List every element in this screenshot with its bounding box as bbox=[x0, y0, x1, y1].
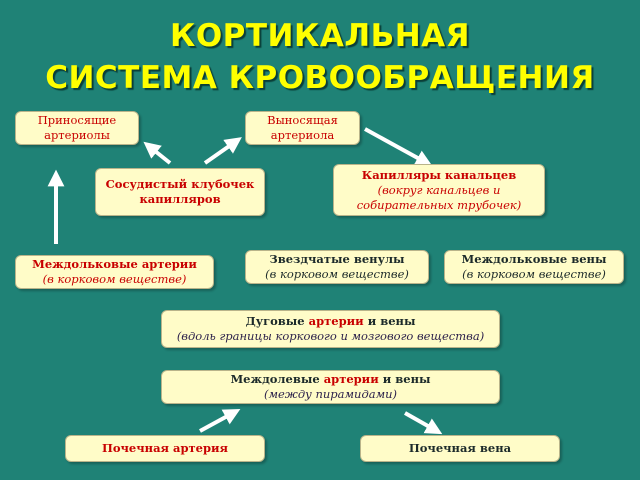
arrow-renal-artery-to-interlobar bbox=[199, 408, 241, 433]
interlobar-word-1: Междолевые bbox=[230, 372, 324, 386]
arcuate-word-veins: вены bbox=[380, 314, 416, 328]
interlobular-veins-line-1: Междольковые вены bbox=[461, 252, 607, 266]
stellate-venules-line-1: Звездчатые венулы bbox=[269, 252, 405, 266]
interlobar-line-1: Междолевые артерии и вены bbox=[162, 372, 499, 387]
arcuate-word-arteries: артерии bbox=[308, 314, 364, 328]
stellate-venules-line-2: (в корковом веществе) bbox=[265, 267, 409, 281]
interlobular-arteries-box: Междольковые артерии (в корковом веществ… bbox=[15, 255, 214, 289]
renal-artery-label: Почечная артерия bbox=[101, 441, 229, 455]
arrow-efferent-to-tubule-capillaries bbox=[364, 127, 433, 167]
renal-artery-box: Почечная артерия bbox=[65, 435, 265, 462]
interlobar-word-arteries: артерии bbox=[323, 372, 379, 386]
interlobar-line-2: (между пирамидами) bbox=[263, 387, 398, 401]
tubule-capillaries-line-1: Капилляры канальцев bbox=[361, 167, 517, 182]
title-line-1: КОРТИКАЛЬНАЯ bbox=[169, 18, 470, 54]
glomerulus-line-1: Сосудистый клубочек bbox=[105, 177, 255, 191]
interlobular-arteries-line-2: (в корковом веществе) bbox=[42, 272, 187, 286]
interlobar-word-veins: вены bbox=[395, 372, 431, 386]
efferent-arteriole-box: Выносящая артериола bbox=[245, 111, 360, 145]
interlobular-veins-box: Междольковые вены (в корковом веществе) bbox=[444, 250, 624, 284]
efferent-line-1: Выносящая bbox=[267, 113, 338, 127]
renal-vein-box: Почечная вена bbox=[360, 435, 560, 462]
afferent-line-2: артериолы bbox=[44, 128, 110, 142]
title-line-2: СИСТЕМА КРОВООБРАЩЕНИЯ bbox=[45, 60, 595, 96]
tubule-capillaries-line-2: (вокруг канальцев и bbox=[377, 182, 501, 197]
renal-vein-label: Почечная вена bbox=[408, 441, 512, 455]
arcuate-word-and: и bbox=[363, 314, 381, 328]
arcuate-box: Дуговые артерии и вены (вдоль границы ко… bbox=[161, 310, 500, 348]
tubule-capillaries-line-3: собирательных трубочек) bbox=[356, 197, 522, 212]
arcuate-line-1: Дуговые артерии и вены bbox=[162, 314, 499, 329]
glomerulus-line-2: капилляров bbox=[139, 192, 221, 206]
arcuate-line-2: (вдоль границы коркового и мозгового вещ… bbox=[176, 329, 485, 343]
interlobular-arteries-line-1: Междольковые артерии bbox=[32, 257, 197, 271]
interlobular-veins-line-2: (в корковом веществе) bbox=[462, 267, 606, 281]
afferent-arterioles-box: Приносящие артериолы bbox=[15, 111, 139, 145]
arrow-glomerulus-to-afferent bbox=[143, 141, 172, 165]
arrow-interlobar-to-renal-vein bbox=[404, 411, 443, 435]
afferent-line-1: Приносящие bbox=[37, 113, 117, 127]
arrow-glomerulus-to-efferent bbox=[203, 137, 242, 165]
stellate-venules-box: Звездчатые венулы (в корковом веществе) bbox=[245, 250, 429, 284]
efferent-line-2: артериола bbox=[270, 128, 335, 142]
interlobar-word-and: и bbox=[378, 372, 396, 386]
arcuate-word-1: Дуговые bbox=[245, 314, 309, 328]
interlobar-box: Междолевые артерии и вены (между пирамид… bbox=[161, 370, 500, 404]
glomerulus-box: Сосудистый клубочек капилляров bbox=[95, 168, 265, 216]
tubule-capillaries-box: Капилляры канальцев (вокруг канальцев и … bbox=[333, 164, 545, 216]
